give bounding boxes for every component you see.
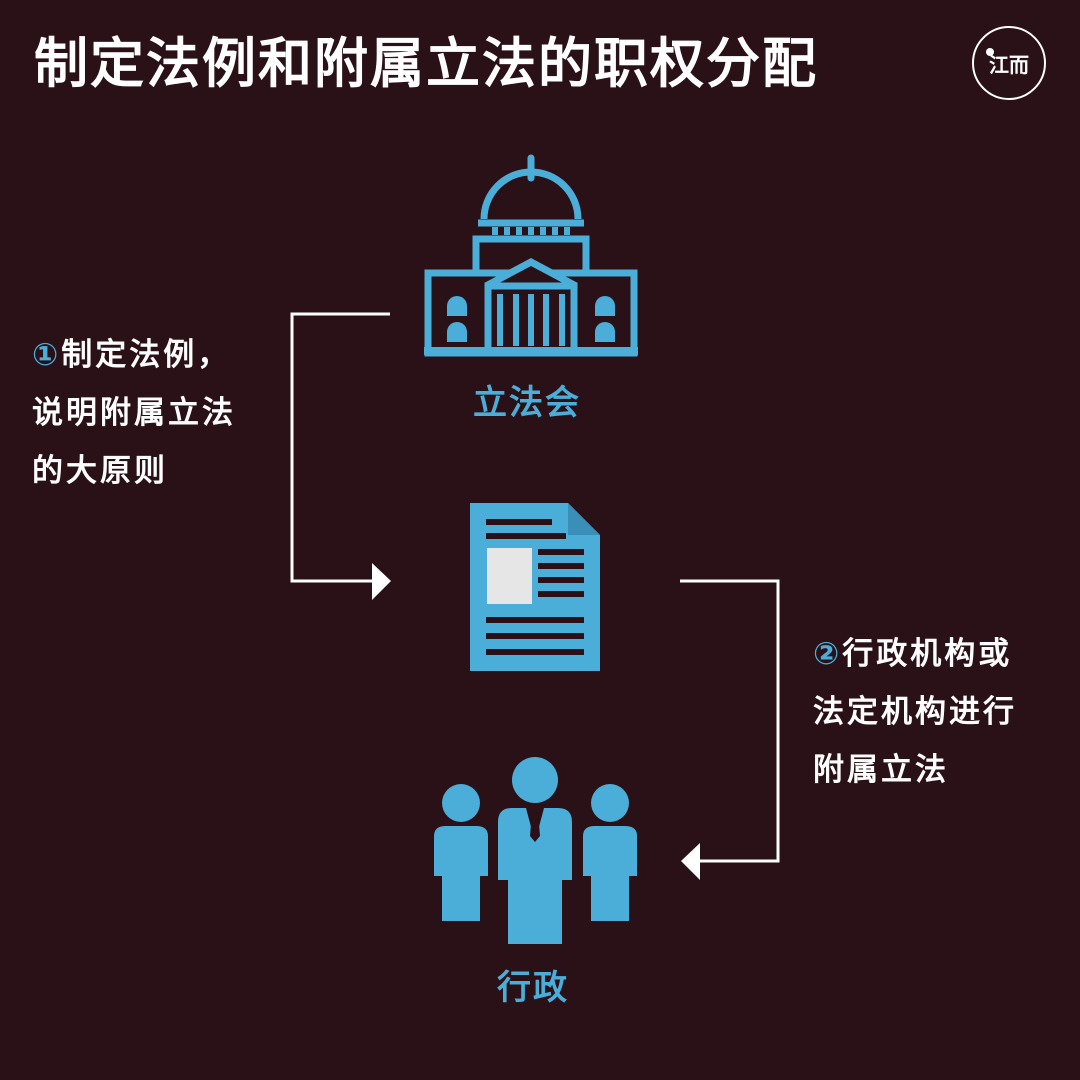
brand-logo: 江而 — [972, 26, 1046, 100]
page-title: 制定法例和附属立法的职权分配 — [34, 32, 818, 95]
step-1-line-3: 的大原则 — [32, 453, 168, 489]
document-icon — [470, 503, 600, 671]
logo-dot — [986, 48, 994, 56]
step-2-line-2: 法定机构进行 — [813, 694, 1017, 730]
node-label-legislature: 立法会 — [473, 383, 581, 423]
step-note-1: ①制定法例， 说明附属立法 的大原则 — [32, 326, 236, 500]
step-1-text-1: 制定法例， — [61, 337, 232, 373]
step-1-line-2: 说明附属立法 — [32, 395, 236, 431]
connector-arrow-document-to-executive — [680, 579, 780, 880]
people-group-icon — [434, 757, 637, 944]
node-label-executive: 行政 — [497, 968, 569, 1008]
step-note-2: ②行政机构或 法定机构进行 附属立法 — [813, 625, 1017, 799]
step-2-text-1: 行政机构或 — [842, 636, 1013, 672]
capitol-building-icon — [424, 154, 638, 357]
logo-text: 江而 — [989, 52, 1029, 77]
step-2-line-3: 附属立法 — [813, 752, 949, 788]
connector-arrow-legislature-to-document — [290, 312, 391, 600]
step-2-line-1: ②行政机构或 — [813, 625, 1017, 683]
step-1-line-1: ①制定法例， — [32, 326, 236, 384]
step-number-1: ① — [32, 337, 62, 373]
step-number-2: ② — [813, 636, 843, 672]
